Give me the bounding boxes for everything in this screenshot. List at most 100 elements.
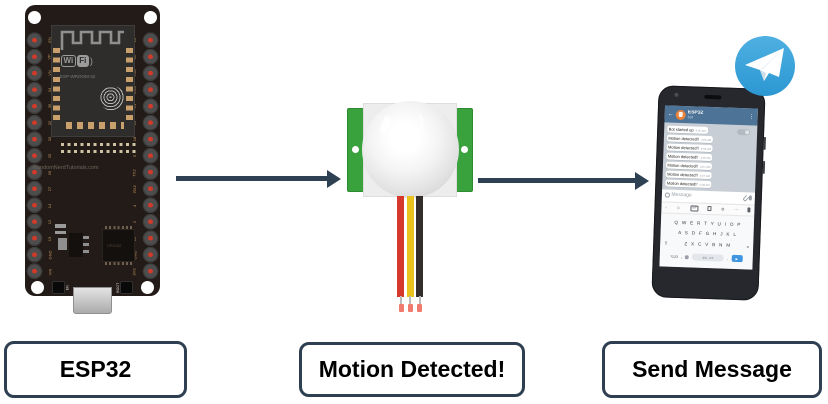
chat-title-block: ESP32 bot <box>688 110 747 122</box>
arrow-esp32-to-sensor <box>176 169 341 188</box>
label-motion-detected: Motion Detected! <box>299 342 525 397</box>
keyboard-row-2: A S D F G H J K L <box>678 229 737 237</box>
voltage-regulator <box>69 233 89 257</box>
message-time: 4:06 AM <box>700 155 711 160</box>
smd-components <box>55 224 66 234</box>
boot-button-label: BOOT <box>116 282 121 293</box>
message-time: 4:07 AM <box>699 173 711 178</box>
power-button <box>763 136 766 150</box>
pin-label: 4 <box>131 204 137 207</box>
earpiece-speaker <box>704 94 722 100</box>
pin-label: 5 <box>131 154 137 158</box>
header-holes-row <box>61 143 139 146</box>
wifi-logo-paren: ) <box>89 55 93 66</box>
emoji-key-icon <box>684 254 690 260</box>
message-input-placeholder: Message <box>671 191 692 199</box>
message-text: Motion detected!! <box>667 153 699 160</box>
message-text: Motion detected!! <box>666 180 698 187</box>
arrow-sensor-to-phone <box>478 171 649 190</box>
wire-black <box>416 196 423 297</box>
more-icon: ⋯ <box>734 207 739 213</box>
message-bubble: Motion detected!!4:07 AM <box>665 170 713 180</box>
wire-pin <box>400 296 402 305</box>
pir-dome-lens <box>362 101 459 198</box>
chat-subtitle: bot <box>687 115 693 120</box>
message-bubble: Motion detected!!4:06 AM <box>665 143 714 153</box>
wifi-logo-fi: Fi <box>76 55 89 67</box>
symbols-key: ?123 <box>670 254 678 259</box>
message-bubble: Motion detected!!4:05 AM <box>666 134 714 144</box>
wifi-logo-wi: Wi <box>61 55 76 67</box>
pin-label: GND <box>46 250 52 260</box>
usb-uart-chip: CP2102 <box>102 226 135 265</box>
back-icon: ← <box>667 111 674 118</box>
wire-yellow <box>406 196 414 297</box>
message-text: Motion detected!! <box>668 144 699 151</box>
gif-icon: GIF <box>690 205 699 212</box>
castellated-pins-right <box>126 48 133 124</box>
pin-label: 33 <box>46 137 52 142</box>
bot-avatar <box>675 109 686 120</box>
wire-pin-tip <box>407 304 413 312</box>
message-time: 4:07 AM <box>700 164 711 169</box>
wire-pin-tip <box>398 304 404 312</box>
period-key: . <box>726 255 729 261</box>
chip-label: CP2102 <box>107 243 122 248</box>
pin-label: VIN <box>46 268 52 276</box>
pin-label: 2 <box>131 220 137 224</box>
pin-label: 13 <box>46 236 52 241</box>
message-time: 4:06 AM <box>700 146 712 151</box>
pin-header-left <box>24 32 45 280</box>
mounting-hole <box>144 11 157 24</box>
sticker-icon: ☺ <box>676 205 681 211</box>
keyboard-row-3-letters: Z X C V B N M <box>684 241 731 248</box>
usb-connector <box>73 287 112 314</box>
message-time: 4:05 AM <box>700 137 712 142</box>
board-brand-text: RandomNerdTutorials.com <box>33 165 99 171</box>
keyboard-row-4: ?123 , EN · PT . ▶ <box>663 253 750 263</box>
shift-icon: ⇧ <box>664 240 669 246</box>
label-esp32: ESP32 <box>4 341 187 398</box>
pin-label: RX2 <box>132 185 137 193</box>
antenna-trace <box>60 30 124 50</box>
en-button-label: EN <box>65 285 70 291</box>
message-text: Motion detected!! <box>668 135 700 142</box>
pin-label: 12 <box>46 219 52 225</box>
wifi-logo: Wi Fi ) <box>61 55 93 67</box>
voice-icon <box>747 207 751 213</box>
mounting-hole <box>31 281 44 294</box>
message-bubble: Motion detected!!4:06 AM <box>665 152 713 162</box>
pir-mounting-hole <box>352 146 359 153</box>
mounting-hole <box>141 281 154 294</box>
message-time: 4:08 AM <box>699 182 710 187</box>
telegram-logo-icon <box>735 36 795 96</box>
message-bubble: Motion detected!!4:07 AM <box>665 161 713 171</box>
pin-label: 3V3 <box>132 268 137 276</box>
mic-icon <box>748 195 752 201</box>
wire-red <box>397 196 404 297</box>
gear-icon: ⚙ <box>720 206 725 212</box>
volume-button <box>762 160 766 174</box>
message-time: 4:05 AM <box>695 128 706 133</box>
castellated-pins-left <box>53 48 60 124</box>
emoji-icon <box>664 192 670 198</box>
date-pill <box>737 128 751 136</box>
wire-pin <box>418 296 421 305</box>
wire-pin <box>409 296 411 305</box>
message-text: Motion detected!! <box>667 171 698 178</box>
keyboard-row-3: ⇧ Z X C V B N M × <box>663 241 750 250</box>
keyboard-row-1: Q W E R T Y U I O P <box>674 219 741 227</box>
front-camera <box>674 92 679 97</box>
attach-icon <box>741 194 749 202</box>
esp-wroom-32-module: Wi Fi ) ESP-WROOM-32 <box>51 25 135 137</box>
boot-button <box>120 281 133 294</box>
espressif-logo-icon <box>100 86 125 111</box>
label-send-message: Send Message <box>602 341 822 398</box>
castellated-pins-bottom <box>66 122 124 129</box>
pin-label: 25 <box>46 153 52 159</box>
pir-mounting-hole <box>461 146 468 153</box>
